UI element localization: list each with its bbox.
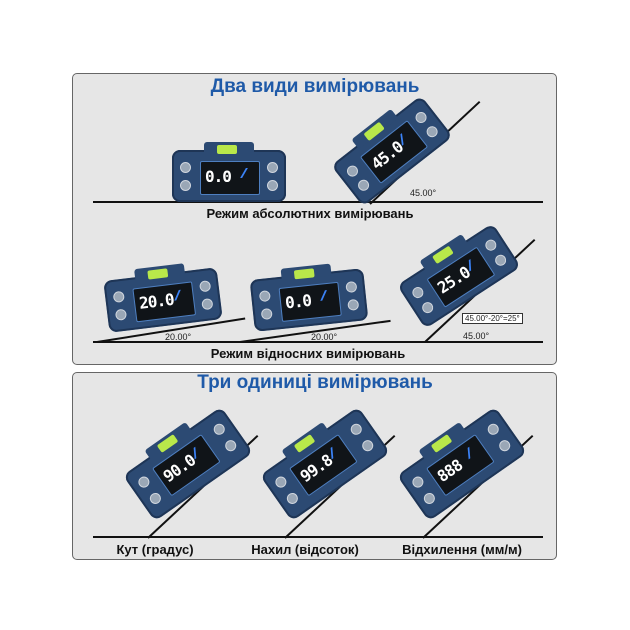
- absolute-mode-caption: Режим абсолютних вимірювань: [206, 206, 414, 221]
- angle-label: 20.00°: [311, 332, 338, 342]
- section1-title: Два види вимірювань: [210, 76, 420, 97]
- section2-title: Три одиниці вимірювань: [197, 372, 433, 393]
- angle-gauge: 0.0: [172, 142, 286, 202]
- ground-line: [93, 536, 543, 538]
- unit-label-deviation: Відхилення (мм/м): [402, 542, 522, 557]
- angle-label: 45.00°: [463, 331, 490, 341]
- relative-mode-caption: Режим відносних вимірювань: [210, 346, 406, 361]
- reading: 90.0: [159, 450, 199, 487]
- ground-line: [93, 201, 543, 203]
- formula-box: 45.00°-20°=25°: [462, 313, 523, 324]
- angle-label: 20.00°: [165, 332, 192, 342]
- unit-label-slope: Нахил (відсоток): [251, 542, 359, 557]
- angle-label: 45.00°: [410, 188, 437, 198]
- reading: 25.0: [433, 262, 474, 298]
- reading: 20.0: [138, 289, 175, 313]
- reading: 0.0: [205, 167, 232, 186]
- ground-line: [93, 341, 543, 343]
- reading: 0.0: [284, 290, 312, 313]
- reading: 99.8: [296, 450, 336, 487]
- unit-label-angle: Кут (градус): [116, 542, 194, 557]
- reading: 888: [433, 455, 466, 487]
